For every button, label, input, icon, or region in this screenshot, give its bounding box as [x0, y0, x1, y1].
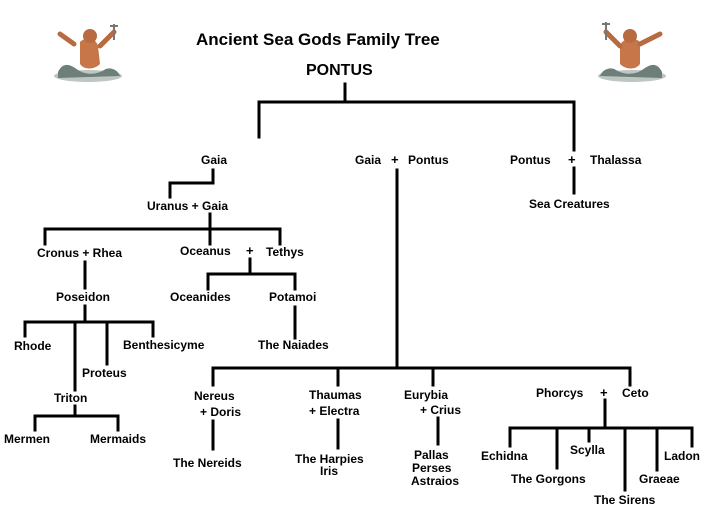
node-poseidon: Poseidon — [56, 290, 111, 304]
node-oceanus: Oceanus — [180, 244, 231, 258]
node-proteus: Proteus — [82, 366, 127, 380]
node-potamoi: Potamoi — [269, 290, 317, 304]
node-benthesicyme: Benthesicyme — [123, 338, 205, 352]
plus-sign: + — [246, 243, 254, 258]
node-nereids: The Nereids — [173, 456, 242, 470]
node-mermaids: Mermaids — [90, 432, 147, 446]
node-scylla: Scylla — [570, 443, 605, 457]
node-pontus: Pontus — [510, 153, 551, 167]
node-thalassa: Thalassa — [590, 153, 642, 167]
node-graeae: Graeae — [639, 472, 680, 486]
node-ceto: Ceto — [622, 386, 649, 400]
node-gaia: Gaia — [201, 153, 228, 167]
sea-god-figure-icon — [54, 24, 122, 82]
node-eurybia: Eurybia — [404, 388, 449, 402]
node-triton: Triton — [54, 391, 88, 405]
node-astraios: Astraios — [411, 474, 460, 488]
node-ladon: Ladon — [664, 449, 700, 463]
node-gaia-pontus-gaia: Gaia — [355, 153, 382, 167]
node-cronus-rhea: Cronus + Rhea — [37, 246, 123, 260]
node-oceanides: Oceanides — [170, 290, 231, 304]
node-gaia-pontus-pontus: Pontus — [408, 153, 449, 167]
node-harpies: The Harpies — [295, 452, 364, 466]
plus-sign: + — [568, 152, 576, 167]
node-pallas: Pallas — [414, 448, 449, 462]
node-echidna: Echidna — [481, 449, 528, 463]
node-nereus: Nereus — [194, 389, 235, 403]
node-iris: Iris — [320, 464, 339, 478]
node-naiades: The Naiades — [258, 338, 329, 352]
plus-sign: + — [391, 152, 399, 167]
sea-god-figure-icon — [598, 22, 666, 82]
node-pontus-root: PONTUS — [306, 62, 373, 79]
node-doris: + Doris — [200, 405, 242, 419]
node-rhode: Rhode — [14, 339, 52, 353]
node-sirens: The Sirens — [594, 493, 656, 507]
diagram-title: Ancient Sea Gods Family Tree — [196, 30, 440, 49]
node-crius: + Crius — [420, 403, 462, 417]
node-perses: Perses — [412, 461, 452, 475]
node-tethys: Tethys — [266, 245, 304, 259]
node-uranus-gaia: Uranus + Gaia — [147, 199, 229, 213]
plus-sign: + — [600, 385, 608, 400]
node-mermen: Mermen — [4, 432, 51, 446]
node-sea-creatures: Sea Creatures — [529, 197, 610, 211]
node-phorcys: Phorcys — [536, 386, 584, 400]
node-electra: + Electra — [309, 404, 360, 418]
node-thaumas: Thaumas — [309, 388, 362, 402]
node-gorgons: The Gorgons — [511, 472, 586, 486]
